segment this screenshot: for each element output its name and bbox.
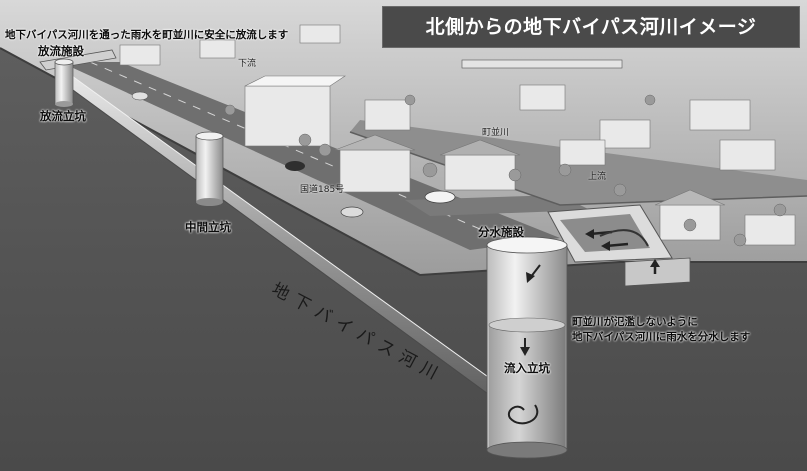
tunnel-pipe (61, 75, 521, 411)
diversion-structure (547, 204, 691, 287)
note-line-2: 地下バイパス河川に雨水を分水します (572, 331, 751, 343)
label-inflow-shaft: 流入立坑 (504, 361, 550, 375)
label-route: 国道185号 (300, 185, 345, 195)
ground-section (0, 48, 807, 471)
label-river-name: 町並川 (482, 128, 510, 138)
outlet-shaft-graphic (54, 58, 74, 107)
label-middle-shaft: 中間立坑 (185, 220, 231, 234)
title-banner: 北側からの地下バイパス河川イメージ (382, 6, 800, 48)
inflow-shaft-graphic (486, 236, 568, 459)
label-diversion-facility: 分水施設 (478, 225, 524, 239)
label-outlet-facility: 放流施設 (38, 44, 84, 58)
train (461, 59, 623, 69)
caption-top: 地下バイパス河川を通った雨水を町並川に安全に放流します (5, 29, 289, 41)
label-outlet-shaft: 放流立坑 (40, 109, 86, 123)
diagram-title: 北側からの地下バイパス河川イメージ (425, 16, 757, 38)
note-line-1: 町並川が氾濫しないように (572, 316, 698, 328)
label-upstream: 上流 (588, 172, 607, 182)
trees (224, 94, 787, 247)
note-block: 町並川が氾濫しないように 地下バイパス河川に雨水を分水します (572, 315, 750, 345)
middle-shaft-graphic (195, 131, 224, 206)
cars (131, 91, 456, 218)
label-downstream: 下流 (238, 59, 257, 69)
